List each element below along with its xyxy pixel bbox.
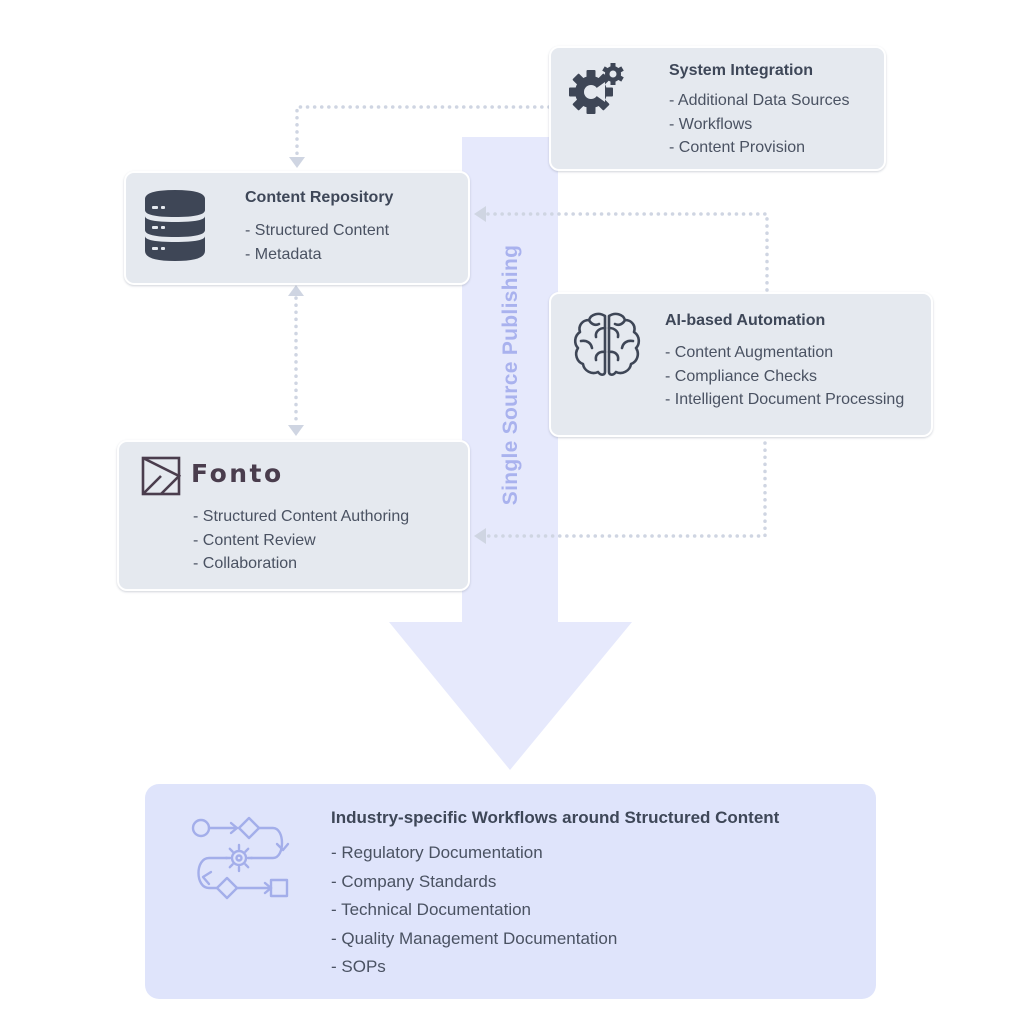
content-repository-list: - Structured Content - Metadata	[245, 219, 389, 266]
connector-integration-to-repository	[295, 105, 551, 159]
fonto-logo-text: Fonto	[191, 459, 284, 488]
industry-workflows-box: Industry-specific Workflows around Struc…	[145, 784, 876, 999]
arrowhead-repository-top	[289, 157, 305, 168]
single-source-publishing-label: Single Source Publishing	[499, 244, 522, 506]
fonto-box: Fonto - Structured Content Authoring - C…	[117, 440, 470, 591]
list-item: - Workflows	[669, 115, 753, 133]
list-item: - Content Augmentation	[665, 344, 834, 361]
ai-automation-list: - Content Augmentation - Compliance Chec…	[665, 341, 904, 412]
list-item: - Intelligent Document Processing	[665, 391, 905, 408]
list-item: - Regulatory Documentation	[331, 843, 543, 862]
arrowhead-fonto-top	[288, 425, 304, 436]
list-item: - Compliance Checks	[665, 367, 818, 385]
ai-automation-box: AI-based Automation - Content Augmentati…	[549, 292, 933, 437]
industry-workflows-list: - Regulatory Documentation - Company Sta…	[331, 839, 617, 982]
arrowhead-repository-right	[474, 206, 486, 222]
list-item: - Technical Documentation	[331, 900, 532, 919]
fonto-list: - Structured Content Authoring - Content…	[193, 505, 409, 576]
system-integration-title: System Integration	[669, 62, 814, 79]
connector-ai-to-fonto	[484, 441, 767, 538]
ai-automation-title: AI-based Automation	[665, 312, 826, 329]
list-item: - Structured Content	[245, 222, 390, 239]
list-item: - Company Standards	[331, 871, 497, 891]
list-item: - Content Review	[193, 531, 316, 549]
workflow-icon	[191, 816, 290, 900]
list-item: - Quality Management Documentation	[331, 928, 618, 948]
list-item: - Metadata	[245, 245, 322, 263]
system-integration-list: - Additional Data Sources - Workflows - …	[669, 89, 850, 160]
fonto-logo-icon	[141, 456, 181, 496]
connector-ai-to-repository	[484, 212, 769, 292]
gears-icon	[569, 63, 624, 114]
brain-icon	[573, 312, 641, 376]
list-item: - Content Provision	[669, 139, 806, 156]
list-item: - Structured Content Authoring	[193, 508, 410, 525]
list-item: - Collaboration	[193, 555, 298, 572]
content-repository-title: Content Repository	[245, 189, 394, 206]
database-icon	[145, 190, 205, 261]
industry-workflows-title: Industry-specific Workflows around Struc…	[331, 808, 780, 827]
list-item: - SOPs	[331, 957, 386, 976]
arrowhead-fonto-right	[474, 528, 486, 544]
arrowhead-repository-bottom	[288, 285, 304, 296]
list-item: - Additional Data Sources	[669, 92, 850, 109]
system-integration-box: System Integration - Additional Data Sou…	[549, 46, 886, 171]
content-repository-box: Content Repository - Structured Content …	[124, 171, 470, 285]
